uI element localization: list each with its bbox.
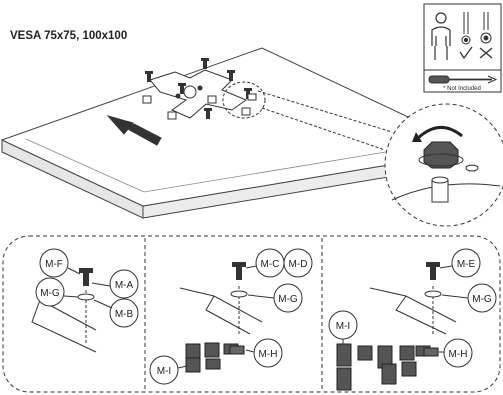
bracket-spacers <box>142 93 257 120</box>
panel-2: M-C M-D M-G M-H M-I <box>149 248 313 385</box>
tool-note: * Not Included <box>443 86 481 92</box>
label-m-e: M-E <box>457 259 476 270</box>
detail-leader-line <box>261 107 386 151</box>
panel-3: M-E M-G M-I M-H <box>328 248 497 391</box>
label-m-g: M-G <box>40 288 60 299</box>
label-m-a: M-A <box>115 280 134 291</box>
panel-2-plate <box>179 287 263 335</box>
label-circles <box>35 248 139 328</box>
rotate-arrow-icon <box>416 126 463 140</box>
label-m-b: M-B <box>115 309 134 320</box>
spacer-stack-m-h <box>185 342 245 373</box>
washer-m-g <box>77 293 95 301</box>
diagram-title: VESA 75x75, 100x100 <box>10 30 127 42</box>
label-m-c: M-C <box>261 259 280 270</box>
direction-arrow-icon <box>106 115 162 146</box>
tv-panel-inner-edge <box>25 138 441 193</box>
label-m-i: M-I <box>157 366 171 377</box>
label-m-g-3: M-G <box>472 294 492 305</box>
info-box: * Not Included <box>423 3 502 93</box>
detail-leader-line-2 <box>257 90 393 133</box>
washer-m-g-2 <box>230 290 248 298</box>
label-m-d: M-D <box>289 259 308 270</box>
hardware-detail-frame <box>2 235 501 393</box>
label-m-i-2: M-I <box>336 321 350 332</box>
screw-m-c <box>236 266 242 280</box>
vesa-bracket-plate <box>149 69 248 119</box>
label-m-h: M-H <box>259 349 278 360</box>
detail-callout-circle <box>222 81 266 119</box>
zoom-screw-head <box>423 141 459 169</box>
screw-m-a <box>83 272 89 286</box>
zoom-detail <box>384 103 503 227</box>
screwdriver-icon <box>428 75 498 84</box>
spacer-stack-m-i <box>336 343 439 391</box>
label-m-h-2: M-H <box>449 349 468 360</box>
label-m-g-2: M-G <box>278 294 298 305</box>
screw-m-e <box>430 266 436 280</box>
label-m-f: M-F <box>45 259 63 270</box>
person-icon <box>431 12 451 60</box>
panel-1: M-F M-A M-G M-B <box>31 248 139 353</box>
washer-m-g-3 <box>424 290 442 298</box>
panel-3-plate <box>369 287 457 335</box>
screw-check-icon <box>459 12 473 60</box>
screw-cross-icon <box>479 12 493 59</box>
